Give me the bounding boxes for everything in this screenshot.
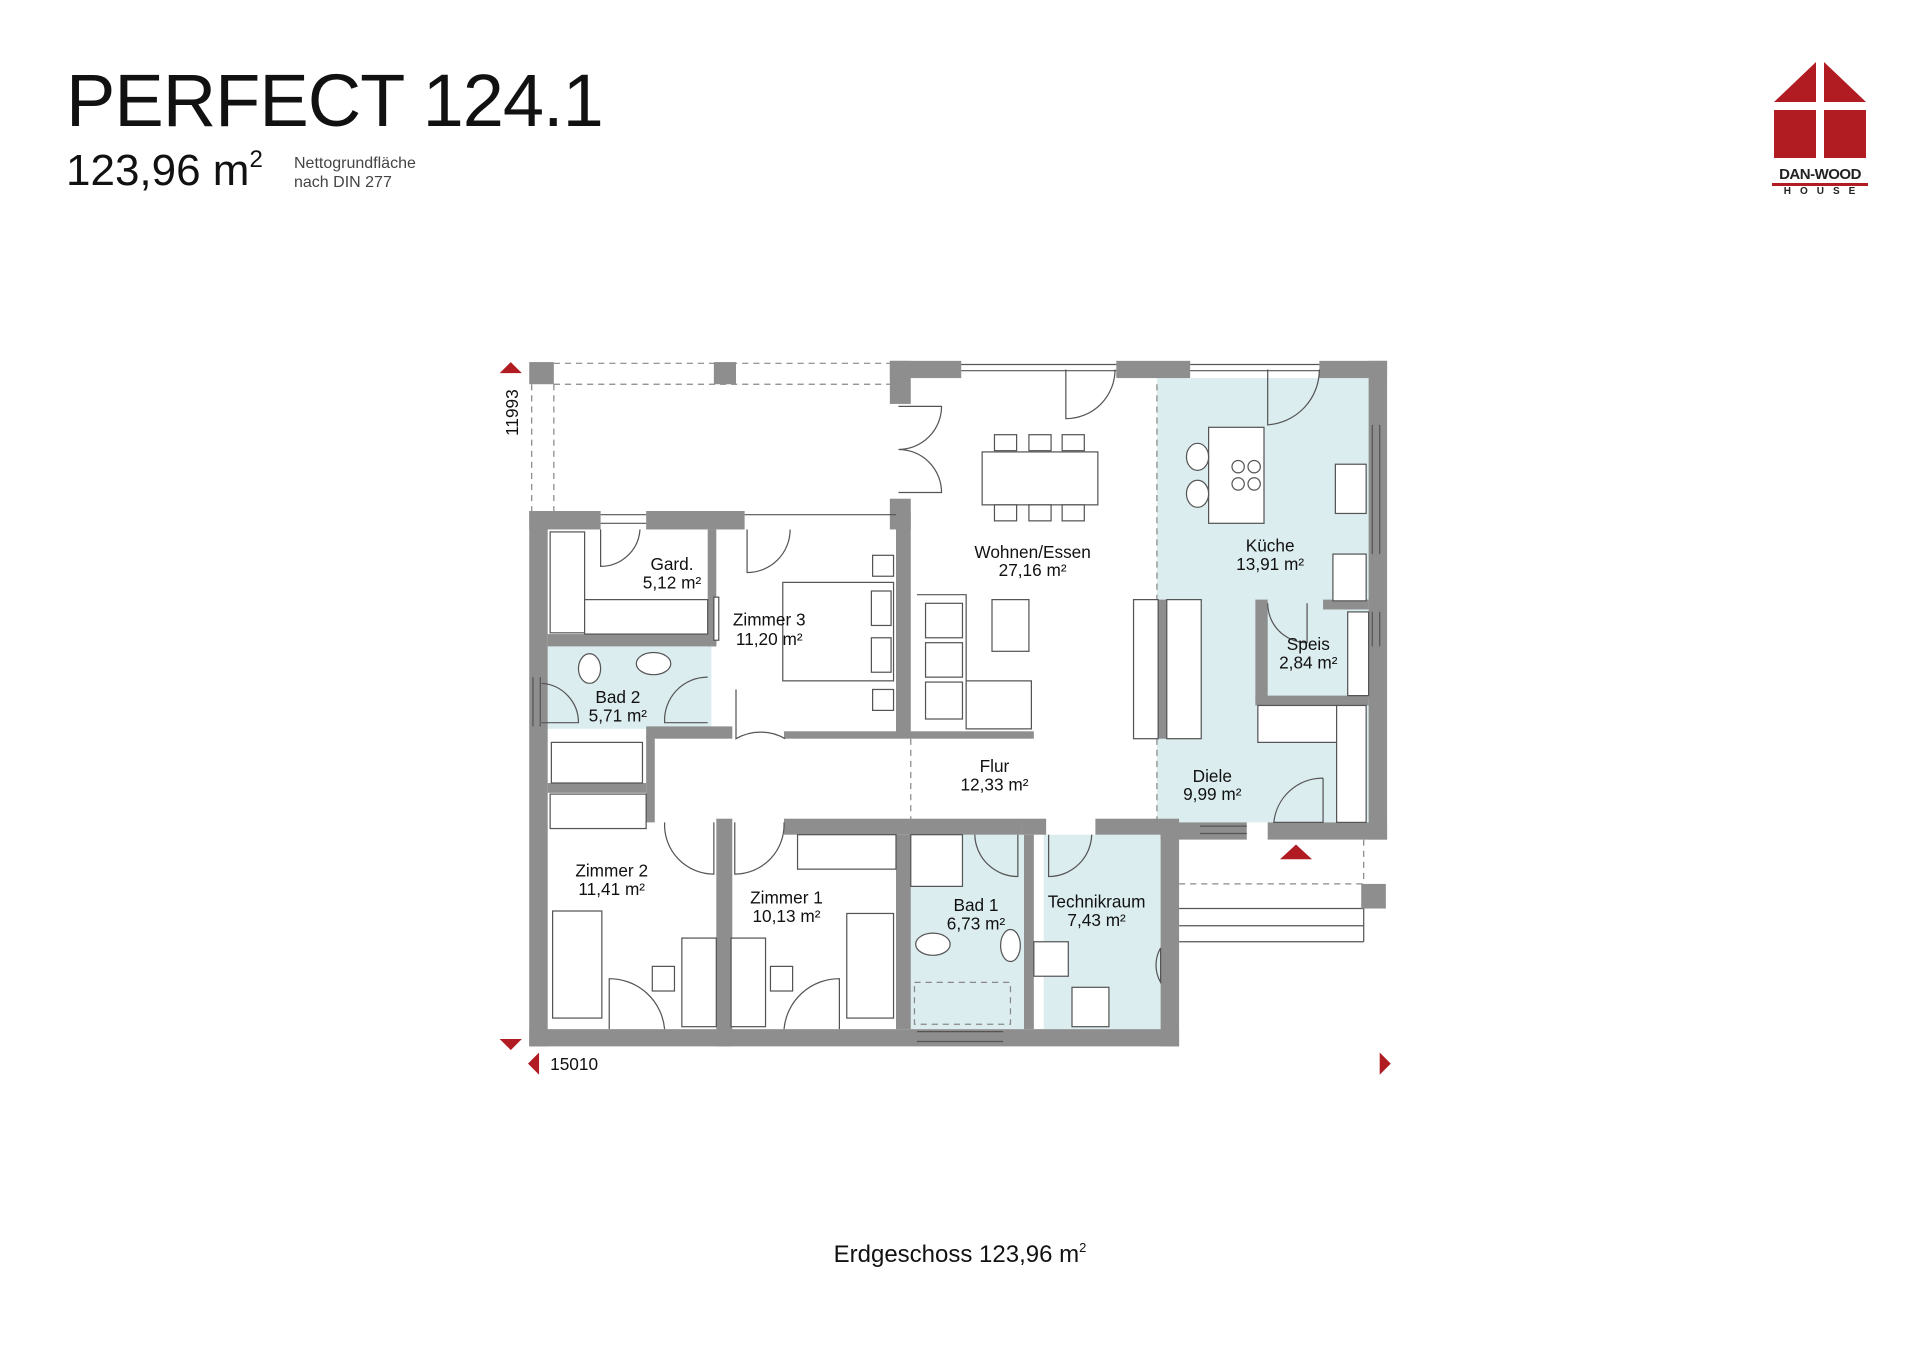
room-kueche-area: 13,91 m² <box>1236 554 1304 574</box>
entrance-pillar <box>1361 883 1386 909</box>
room-zimmer2-name: Zimmer 2 <box>575 861 648 881</box>
room-labels: Gard. 5,12 m² Zimmer 3 11,20 m² Bad 2 5,… <box>575 536 1337 934</box>
bad2-floor <box>547 646 712 729</box>
area-note-line2: nach DIN 277 <box>294 174 392 191</box>
room-speis-area: 2,84 m² <box>1279 653 1338 673</box>
room-bad2-area: 5,71 m² <box>589 705 648 725</box>
bed-zimmer1 <box>846 912 895 1019</box>
room-zimmer3-area: 11,20 m² <box>736 629 803 649</box>
room-gard-area: 5,12 m² <box>643 573 702 593</box>
logo-sub: HOUSE <box>1783 186 1865 197</box>
room-wohnen-name: Wohnen/Essen <box>974 542 1090 562</box>
room-gard-name: Gard. <box>650 554 693 574</box>
room-kueche-name: Küche <box>1246 536 1295 556</box>
sofa <box>916 594 1032 730</box>
area-note-line1: Nettogrundfläche <box>294 155 416 172</box>
bathtub <box>550 741 644 784</box>
walls <box>529 360 1388 1047</box>
room-diele-area: 9,99 m² <box>1183 784 1242 804</box>
room-flur-name: Flur <box>980 756 1010 776</box>
kitchen-island <box>1208 426 1265 524</box>
dimension-arrow-left-icon <box>528 1052 540 1075</box>
total-area-value: 123,96 m <box>66 146 250 195</box>
dimension-width: 15010 <box>550 1054 598 1074</box>
room-zimmer3-name: Zimmer 3 <box>733 609 806 629</box>
basin <box>635 651 672 676</box>
room-zimmer2-area: 11,41 m² <box>578 879 645 899</box>
room-technik-area: 7,43 m² <box>1067 910 1126 930</box>
dimension-arrow-bottom-icon <box>499 1039 522 1051</box>
floor-caption: Erdgeschoss 123,96 m2 <box>0 1240 1920 1269</box>
room-speis-name: Speis <box>1287 634 1330 654</box>
room-bad1-area: 6,73 m² <box>947 913 1006 933</box>
floor-caption-sup: 2 <box>1079 1240 1087 1255</box>
house-logo-icon <box>1774 62 1866 158</box>
room-zimmer1-area: 10,13 m² <box>752 906 820 926</box>
dan-wood-logo: DAN-WOOD HOUSE <box>1772 62 1868 198</box>
total-area-unit-sup: 2 <box>249 146 263 173</box>
doors <box>541 369 1324 1030</box>
page-title: PERFECT 124.1 <box>66 59 604 142</box>
floor-caption-text: Erdgeschoss 123,96 m <box>833 1241 1080 1268</box>
room-bad1-name: Bad 1 <box>954 895 999 915</box>
room-zimmer1-name: Zimmer 1 <box>750 888 823 908</box>
room-wohnen-area: 27,16 m² <box>999 560 1067 580</box>
dining-table <box>981 451 1099 506</box>
room-diele-name: Diele <box>1193 766 1232 786</box>
terrace-pillar <box>529 362 554 385</box>
entrance-arrow-icon <box>1280 844 1312 860</box>
dimension-arrow-top-icon <box>499 362 522 374</box>
terrace <box>529 362 1386 943</box>
room-bad2-name: Bad 2 <box>595 687 640 707</box>
open-area-divider <box>910 384 1158 823</box>
room-technik-name: Technikraum <box>1048 891 1146 911</box>
dimension-depth: 11993 <box>502 389 522 436</box>
terrace-pillar <box>713 362 736 385</box>
furniture <box>549 426 1370 1028</box>
total-area: 123,96 m2 <box>66 146 263 196</box>
windows <box>532 363 1381 1043</box>
room-flur-area: 12,33 m² <box>960 774 1028 794</box>
bed-zimmer2 <box>552 910 603 1019</box>
toilet <box>577 653 602 684</box>
area-note: Nettogrundfläche nach DIN 277 <box>294 154 416 192</box>
shower <box>913 981 1012 1025</box>
logo-name: DAN-WOOD <box>1772 167 1868 186</box>
coffee-table <box>991 599 1030 652</box>
kitchen-sink <box>1334 463 1367 515</box>
dimension-arrow-right-icon <box>1379 1052 1391 1075</box>
